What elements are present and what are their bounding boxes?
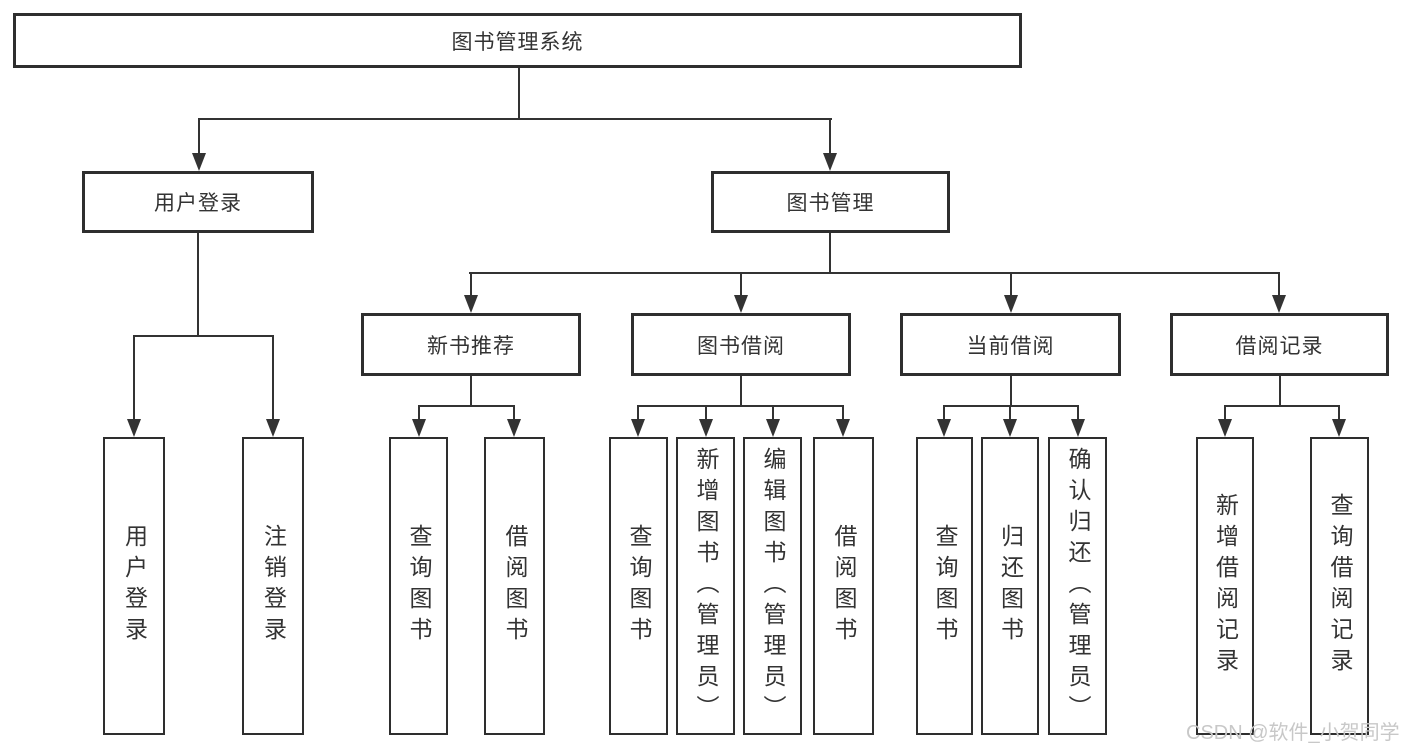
csdn-watermark: CSDN @软件_小贺同学 — [1186, 722, 1400, 744]
leaf-borrow-books: 借阅图书 — [813, 437, 874, 735]
arrow-down-icon — [734, 295, 748, 313]
connector-line — [1077, 407, 1079, 420]
connector-line — [637, 405, 844, 407]
connector-line — [470, 376, 472, 405]
connector-line — [1338, 407, 1340, 420]
connector-line — [1224, 407, 1226, 420]
connector-line — [133, 337, 135, 419]
connector-line — [518, 68, 520, 120]
connector-line — [943, 407, 945, 420]
connector-line — [829, 120, 831, 155]
connector-line — [1010, 376, 1012, 405]
node-root-library-system: 图书管理系统 — [13, 13, 1022, 68]
arrow-down-icon — [823, 153, 837, 171]
arrow-down-icon — [766, 419, 780, 437]
arrow-down-icon — [1071, 419, 1085, 437]
arrow-down-icon — [1218, 419, 1232, 437]
leaf-return-books: 归还图书 — [981, 437, 1039, 735]
arrow-down-icon — [464, 295, 478, 313]
leaf-query-books-borrow: 查询图书 — [609, 437, 668, 735]
arrow-down-icon — [266, 419, 280, 437]
connector-line — [469, 272, 1280, 274]
arrow-down-icon — [1003, 419, 1017, 437]
connector-line — [272, 337, 274, 419]
arrow-down-icon — [127, 419, 141, 437]
node-borrow-records: 借阅记录 — [1170, 313, 1389, 376]
connector-line — [1279, 376, 1281, 405]
leaf-query-books-recommend: 查询图书 — [389, 437, 448, 735]
leaf-logout: 注销登录 — [242, 437, 304, 735]
connector-line — [1009, 407, 1011, 420]
leaf-add-borrow-record: 新增借阅记录 — [1196, 437, 1254, 735]
node-current-borrow: 当前借阅 — [900, 313, 1121, 376]
connector-line — [705, 407, 707, 420]
connector-line — [842, 407, 844, 420]
leaf-edit-books-admin: 编辑图书（管理员） — [743, 437, 802, 735]
connector-line — [133, 335, 274, 337]
connector-line — [513, 407, 515, 420]
connector-line — [943, 405, 1079, 407]
leaf-borrow-books-recommend: 借阅图书 — [484, 437, 545, 735]
connector-line — [470, 274, 472, 296]
connector-line — [198, 118, 832, 120]
connector-line — [1224, 405, 1340, 407]
connector-line — [740, 376, 742, 405]
arrow-down-icon — [1272, 295, 1286, 313]
arrow-down-icon — [1332, 419, 1346, 437]
connector-line — [418, 405, 515, 407]
leaf-confirm-return-admin: 确认归还（管理员） — [1048, 437, 1107, 735]
leaf-query-borrow-record: 查询借阅记录 — [1310, 437, 1369, 735]
node-book-management: 图书管理 — [711, 171, 950, 233]
arrow-down-icon — [836, 419, 850, 437]
node-new-book-recommend: 新书推荐 — [361, 313, 581, 376]
connector-line — [637, 407, 639, 420]
leaf-query-books-current: 查询图书 — [916, 437, 973, 735]
connector-line — [197, 233, 199, 335]
node-book-borrow: 图书借阅 — [631, 313, 851, 376]
leaf-add-books-admin: 新增图书（管理员） — [676, 437, 735, 735]
connector-line — [740, 274, 742, 296]
arrow-down-icon — [412, 419, 426, 437]
arrow-down-icon — [699, 419, 713, 437]
node-user-login: 用户登录 — [82, 171, 314, 233]
connector-line — [198, 120, 200, 155]
arrow-down-icon — [1004, 295, 1018, 313]
leaf-user-login: 用户登录 — [103, 437, 165, 735]
connector-line — [1278, 274, 1280, 296]
arrow-down-icon — [507, 419, 521, 437]
connector-line — [772, 407, 774, 420]
arrow-down-icon — [192, 153, 206, 171]
connector-line — [1010, 274, 1012, 296]
connector-line — [829, 233, 831, 272]
connector-line — [418, 407, 420, 420]
arrow-down-icon — [937, 419, 951, 437]
arrow-down-icon — [631, 419, 645, 437]
